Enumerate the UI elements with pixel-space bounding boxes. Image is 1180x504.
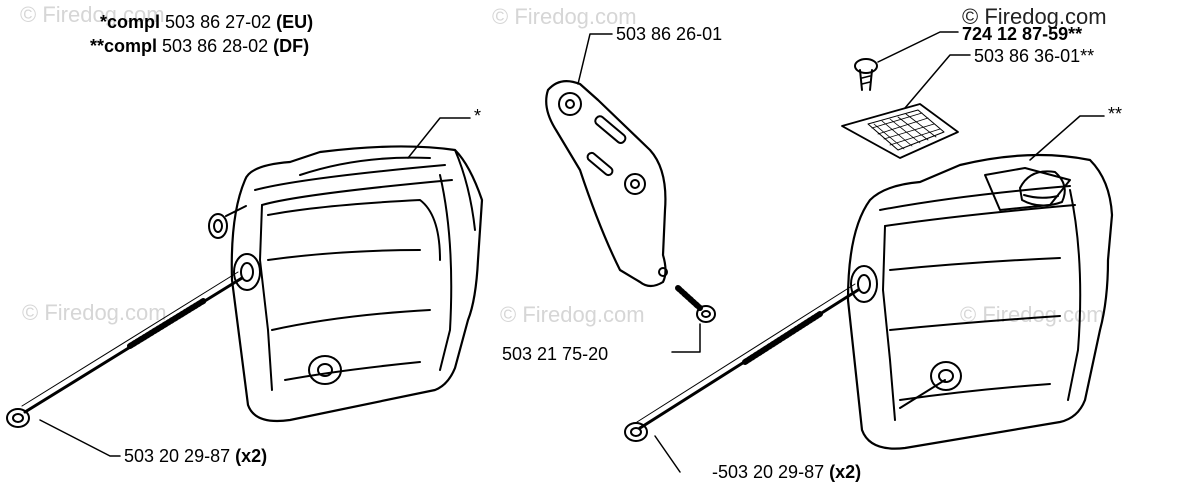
mounting-bracket — [545, 79, 668, 288]
watermark: © Firedog.com — [500, 302, 645, 327]
callout-left-bolt: 503 20 29-87 (x2) — [124, 446, 268, 466]
callout-right-star: ** — [1108, 104, 1123, 124]
left-muffler — [208, 145, 484, 423]
right-bolt — [624, 283, 860, 442]
watermark: © Firedog.com — [492, 4, 637, 29]
right-muffler — [846, 153, 1114, 450]
callout-bracket-screw: 503 21 75-20 — [502, 344, 609, 364]
callout-screw-part: 724 12 87-59** — [962, 24, 1083, 44]
spark-arrestor-screen — [841, 103, 959, 159]
callout-right-bolt: -503 20 29-87 (x2) — [712, 462, 862, 482]
copyright-notice: © Firedog.com — [962, 4, 1107, 29]
callout-screen-part: 503 86 36-01** — [974, 46, 1095, 66]
bracket-screw — [675, 285, 716, 323]
top-screw — [854, 58, 878, 91]
watermark: © Firedog.com — [20, 2, 165, 27]
callout-left-star: * — [474, 106, 482, 126]
compl-df-label: **compl 503 86 28-02 (DF) — [90, 36, 310, 56]
compl-eu-label: *compl 503 86 27-02 (EU) — [100, 12, 314, 32]
left-bolt — [6, 271, 244, 428]
callout-bracket-part: 503 86 26-01 — [616, 24, 723, 44]
leader-lines — [39, 31, 1105, 473]
watermark: © Firedog.com — [22, 300, 167, 325]
